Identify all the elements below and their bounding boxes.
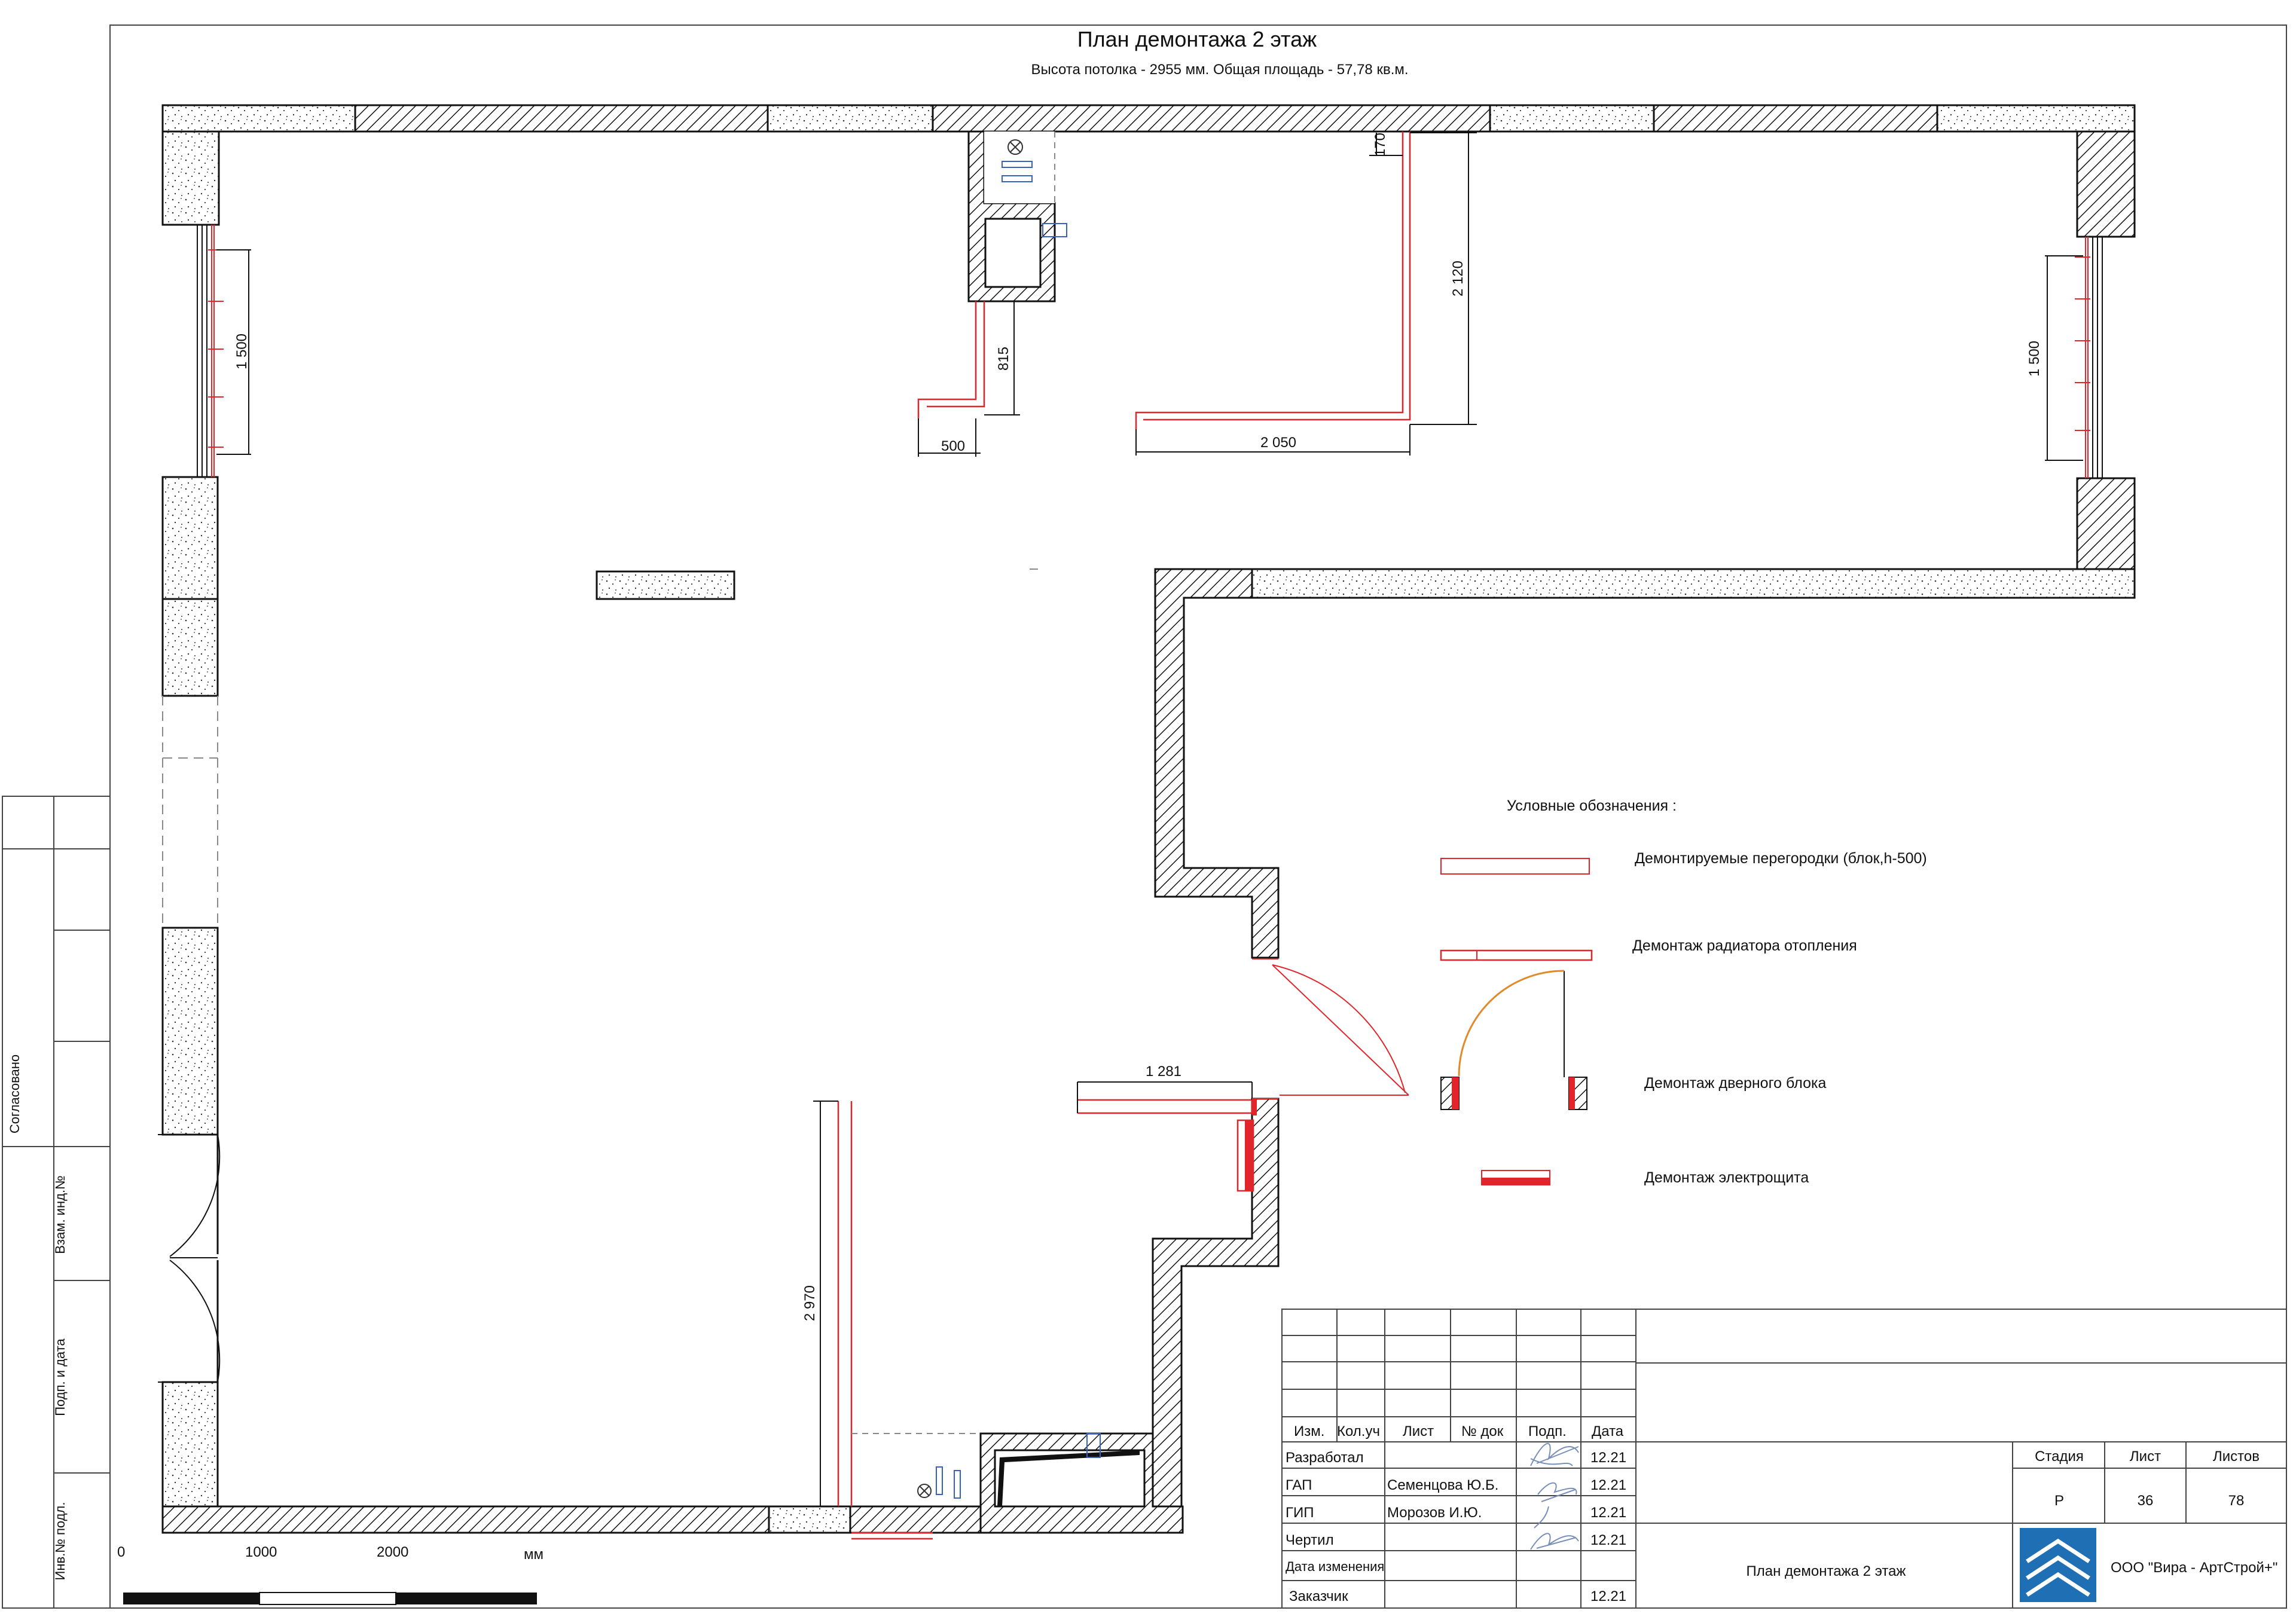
- tb-header-izm: Изм.: [1294, 1423, 1324, 1439]
- legend-item-door: Демонтаж дверного блока: [1644, 1075, 1826, 1092]
- wall-top-4: [932, 104, 1491, 133]
- plumbing-fixtures-top: [1002, 139, 1033, 182]
- demolition-partitions: [837, 132, 1411, 1540]
- legend-title: Условные обозначения :: [1507, 797, 1677, 814]
- tb-name-2: Морозов И.Ю.: [1387, 1505, 1482, 1521]
- legend-swatch-radiator: [1440, 949, 1593, 961]
- tb-date-2: 12.21: [1590, 1505, 1626, 1521]
- wall-inner-east: [1154, 568, 1280, 959]
- pipe-marker: [1042, 223, 1067, 237]
- page-subtitle: Высота потолка - 2955 мм. Общая площадь …: [1031, 62, 1408, 78]
- side-stamp: [2, 796, 111, 1609]
- entry-door-left: [158, 1134, 221, 1383]
- legend-swatch-panel: [1481, 1170, 1550, 1185]
- door-jamb-red: [1252, 1099, 1257, 1115]
- tb-header-sign: Подп.: [1528, 1423, 1567, 1439]
- window-right: [2045, 237, 2103, 478]
- wall-inner-north: [1251, 568, 2136, 599]
- shaft-inner: [984, 218, 1042, 288]
- door-demolish: [1252, 958, 1409, 1099]
- dim-window-right: 1 500: [2026, 341, 2042, 377]
- wall-inner-east-lower: [1152, 1098, 1280, 1508]
- scale-label-2000: 2000: [377, 1544, 408, 1560]
- tb-sheets-label: Листов: [2213, 1448, 2260, 1465]
- tb-sheets-value: 78: [2228, 1493, 2245, 1509]
- tb-role-2: ГИП: [1286, 1505, 1314, 1521]
- sheet-frame: [109, 25, 2287, 1609]
- scale-label-0: 0: [117, 1544, 125, 1560]
- legend-item-radiator: Демонтаж радиатора отопления: [1632, 937, 1857, 954]
- dim-1281: 1 281: [1146, 1063, 1181, 1080]
- plumbing-fixtures-bottom: [917, 1433, 1101, 1499]
- tb-date-1: 12.21: [1590, 1477, 1626, 1493]
- legend-item-panel: Демонтаж электрощита: [1644, 1169, 1809, 1186]
- tb-role-3: Чертил: [1286, 1532, 1334, 1548]
- dim-500: 500: [941, 438, 965, 454]
- wall-bottom-1: [161, 1505, 770, 1534]
- wall-top-5: [1489, 104, 1655, 133]
- tb-stage-label: Стадия: [2035, 1448, 2084, 1465]
- legend: Условные обозначения : Демонтируемые пер…: [1440, 797, 1927, 1186]
- window-left: [197, 225, 251, 477]
- tb-drawing-name: План демонтажа 2 этаж: [1747, 1563, 1906, 1579]
- title-block: Изм. Кол.уч Лист № док Подп. Дата Разраб…: [1281, 1309, 2287, 1609]
- dim-window-left: 1 500: [234, 334, 250, 369]
- tb-role-0: Разработал: [1286, 1450, 1364, 1466]
- wall-top-6: [1653, 104, 1938, 133]
- tb-header-date: Дата: [1592, 1423, 1624, 1439]
- wall-top-3: [767, 104, 934, 133]
- wall-top-7: [1936, 104, 2136, 133]
- wall-left-2: [161, 476, 219, 600]
- dim-2120: 2 120: [1450, 261, 1466, 297]
- dim-170: 170: [1372, 133, 1388, 157]
- stamp-replace: Взам. инд.№: [53, 1175, 68, 1254]
- wall-left-4: [161, 927, 219, 1136]
- tb-header-list: Лист: [1403, 1423, 1434, 1439]
- tb-role-4: Дата изменения: [1286, 1559, 1384, 1574]
- tb-header-kol: Кол.уч: [1337, 1423, 1380, 1439]
- tb-sheet-label: Лист: [2130, 1448, 2161, 1465]
- tb-date-0: 12.21: [1590, 1450, 1626, 1466]
- wall-top-2: [354, 104, 769, 133]
- dimension-lines: [813, 132, 1477, 1507]
- scale-bar: 0 1000 2000 мм: [117, 1544, 544, 1605]
- wall-right-bottom: [2076, 477, 2136, 570]
- floor-plan: 1 500: [158, 104, 2136, 1540]
- company-logo: [2020, 1528, 2096, 1602]
- stamp-sign-date: Подп. и дата: [53, 1338, 68, 1416]
- tb-name-1: Семенцова Ю.Б.: [1387, 1477, 1498, 1493]
- dim-2970: 2 970: [802, 1285, 818, 1321]
- tb-company: ООО "Вира - АртСтрой+": [2111, 1560, 2277, 1576]
- wall-top-1: [161, 104, 356, 133]
- wall-left-5: [161, 1381, 219, 1508]
- wall-right-top: [2076, 130, 2136, 238]
- tb-sheet-value: 36: [2138, 1493, 2154, 1509]
- tb-date-3: 12.21: [1590, 1532, 1626, 1548]
- stamp-agreed: Согласовано: [7, 1055, 22, 1133]
- wall-left-3: [161, 598, 219, 697]
- page-title: План демонтажа 2 этаж: [1077, 27, 1317, 51]
- tb-role-1: ГАП: [1286, 1477, 1312, 1493]
- wall-bottom-2: [768, 1505, 851, 1534]
- legend-item-partition: Демонтируемые перегородки (блок,h-500): [1635, 850, 1927, 867]
- electric-panel-fill: [1245, 1120, 1253, 1191]
- opening-left: [162, 696, 218, 928]
- dim-2050: 2 050: [1260, 435, 1296, 451]
- tb-stage-value: Р: [2054, 1493, 2064, 1509]
- legend-swatch-door: [1440, 970, 1587, 1110]
- stamp-inv: Инв.№ подл.: [53, 1502, 68, 1581]
- scale-label-unit: мм: [524, 1546, 544, 1563]
- scale-label-1000: 1000: [245, 1544, 277, 1560]
- tb-header-doc: № док: [1461, 1423, 1504, 1439]
- dim-815: 815: [996, 347, 1012, 371]
- tb-role-5: Заказчик: [1289, 1588, 1348, 1604]
- tb-date-5: 12.21: [1590, 1588, 1626, 1604]
- signature-marks: [1530, 1442, 1579, 1550]
- legend-swatch-partition: [1440, 858, 1590, 875]
- wall-left-top: [161, 130, 220, 226]
- column-center: [596, 570, 735, 600]
